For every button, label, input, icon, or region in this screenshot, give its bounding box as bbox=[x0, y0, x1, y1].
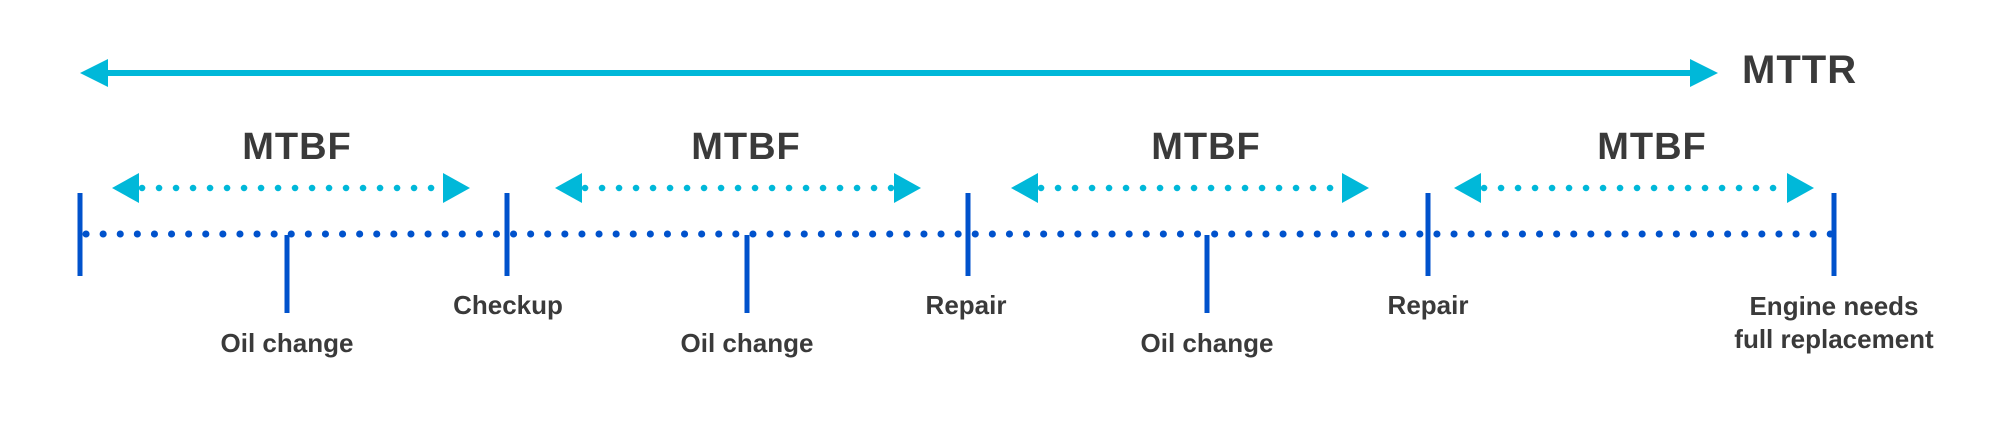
mtbf-label-3: MTBF bbox=[1151, 126, 1261, 168]
mttr-label: MTTR bbox=[1742, 48, 1858, 92]
mtbf-arrowhead-right-2-icon bbox=[894, 173, 921, 203]
event-label-engine-replacement-line2: full replacement bbox=[1734, 324, 1934, 354]
event-label-checkup: Checkup bbox=[453, 290, 563, 320]
mtbf-label-1: MTBF bbox=[242, 126, 352, 168]
mtbf-arrowhead-right-4-icon bbox=[1787, 173, 1814, 203]
mtbf-arrowhead-right-3-icon bbox=[1342, 173, 1369, 203]
event-label-oil-change-3: Oil change bbox=[1140, 328, 1274, 358]
event-label-engine-replacement: Engine needs full replacement bbox=[1734, 290, 1933, 356]
mtbf-arrowhead-left-4-icon bbox=[1454, 173, 1481, 203]
mtbf-arrowhead-left-3-icon bbox=[1011, 173, 1038, 203]
mtbf-label-4: MTBF bbox=[1597, 126, 1707, 168]
event-label-oil-change-1: Oil change bbox=[220, 328, 354, 358]
event-label-repair-2: Repair bbox=[1387, 290, 1469, 320]
event-label-engine-replacement-line1: Engine needs bbox=[1749, 291, 1919, 321]
mtbf-label-2: MTBF bbox=[691, 126, 801, 168]
mttr-arrowhead-left-icon bbox=[80, 59, 108, 87]
mtbf-arrowhead-right-1-icon bbox=[443, 173, 470, 203]
mttr-arrowhead-right-icon bbox=[1690, 59, 1718, 87]
event-label-repair-1: Repair bbox=[925, 290, 1007, 320]
mtbf-arrowhead-left-2-icon bbox=[555, 173, 582, 203]
event-label-oil-change-2: Oil change bbox=[680, 328, 814, 358]
mtbf-arrowhead-left-1-icon bbox=[112, 173, 139, 203]
